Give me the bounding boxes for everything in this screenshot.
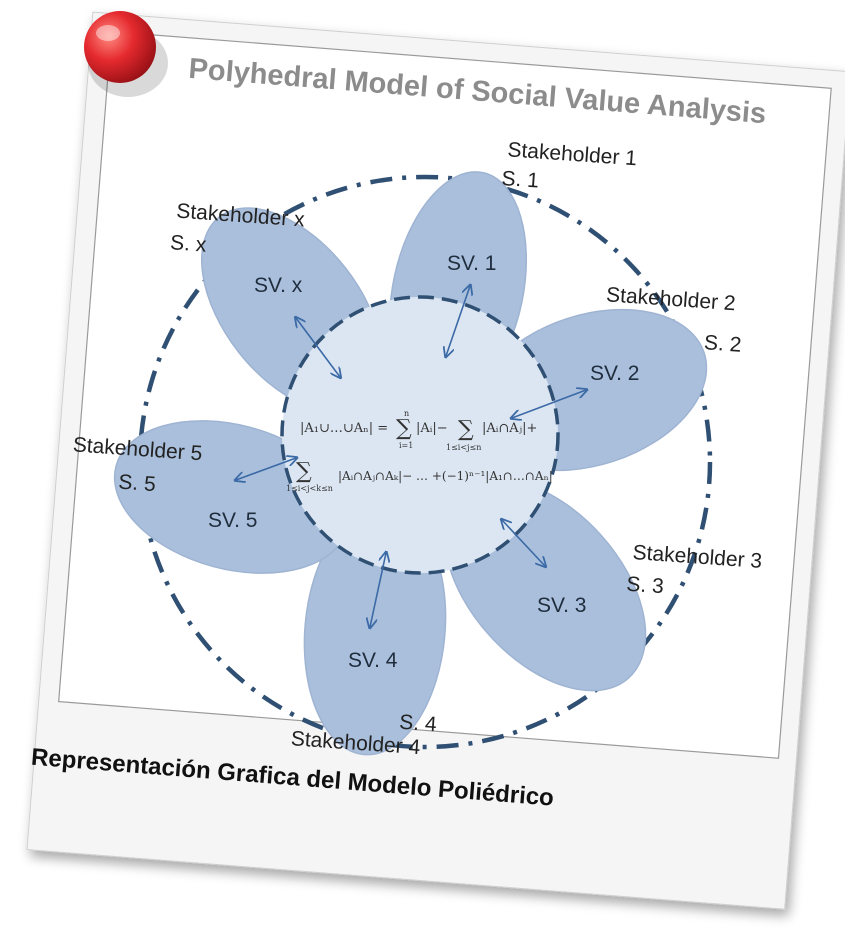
formula-sum2-bottom: 1≤i<j≤n	[446, 443, 481, 452]
double-arrow-2	[512, 390, 586, 418]
stakeholder-5-short: S. 5	[118, 471, 157, 497]
center-circle	[280, 295, 560, 575]
value-label-sv3: SV. 3	[537, 594, 586, 617]
double-arrow-1	[446, 286, 470, 356]
diagram-area: |A₁∪…∪Aₙ| = n ∑ i=1 |Aᵢ|− ∑ 1≤i<j≤n |Aᵢ∩…	[72, 138, 763, 759]
value-label-sv1: SV. 1	[447, 252, 496, 275]
formula-line1-c: |Aᵢ∩Aⱼ|+	[482, 421, 537, 436]
formula-sum3-bottom: 1≤i<j<k≤n	[286, 484, 333, 493]
stakeholder-3-short: S. 3	[626, 573, 665, 599]
push-pin-icon	[84, 11, 168, 97]
formula-sum1-bottom: i=1	[399, 441, 413, 450]
formula-sum1-top: n	[404, 409, 409, 418]
formula-sum1-sigma: ∑	[396, 416, 412, 441]
double-arrow-x	[296, 318, 340, 377]
stakeholder-2-short: S. 2	[703, 331, 742, 357]
value-label-sv5: SV. 5	[208, 509, 257, 532]
stakeholder-1-short: S. 1	[501, 167, 540, 193]
arrows-group	[236, 286, 586, 627]
formula-sum2-sigma: ∑	[458, 417, 474, 442]
stakeholder-x-short: S. x	[169, 231, 207, 257]
value-label-sv2: SV. 2	[590, 362, 639, 385]
formula-line1-b: |Aᵢ|−	[416, 421, 448, 436]
double-arrow-4	[370, 553, 386, 627]
double-arrow-5	[236, 458, 296, 480]
double-arrow-3	[502, 520, 545, 566]
stakeholder-4-short: S. 4	[399, 711, 438, 737]
formula: |A₁∪…∪Aₙ| = n ∑ i=1 |Aᵢ|− ∑ 1≤i<j≤n |Aᵢ∩…	[286, 409, 553, 493]
formula-line1-a: |A₁∪…∪Aₙ| =	[300, 421, 388, 436]
value-label-sv4: SV. 4	[348, 649, 398, 672]
value-label-svx: SV. x	[254, 274, 303, 297]
formula-line2-b: |Aᵢ∩Aⱼ∩Aₖ|− … +(−1)ⁿ⁻¹|A₁∩…∩Aₙ|	[338, 469, 553, 483]
formula-sum3-sigma: ∑	[296, 459, 312, 484]
